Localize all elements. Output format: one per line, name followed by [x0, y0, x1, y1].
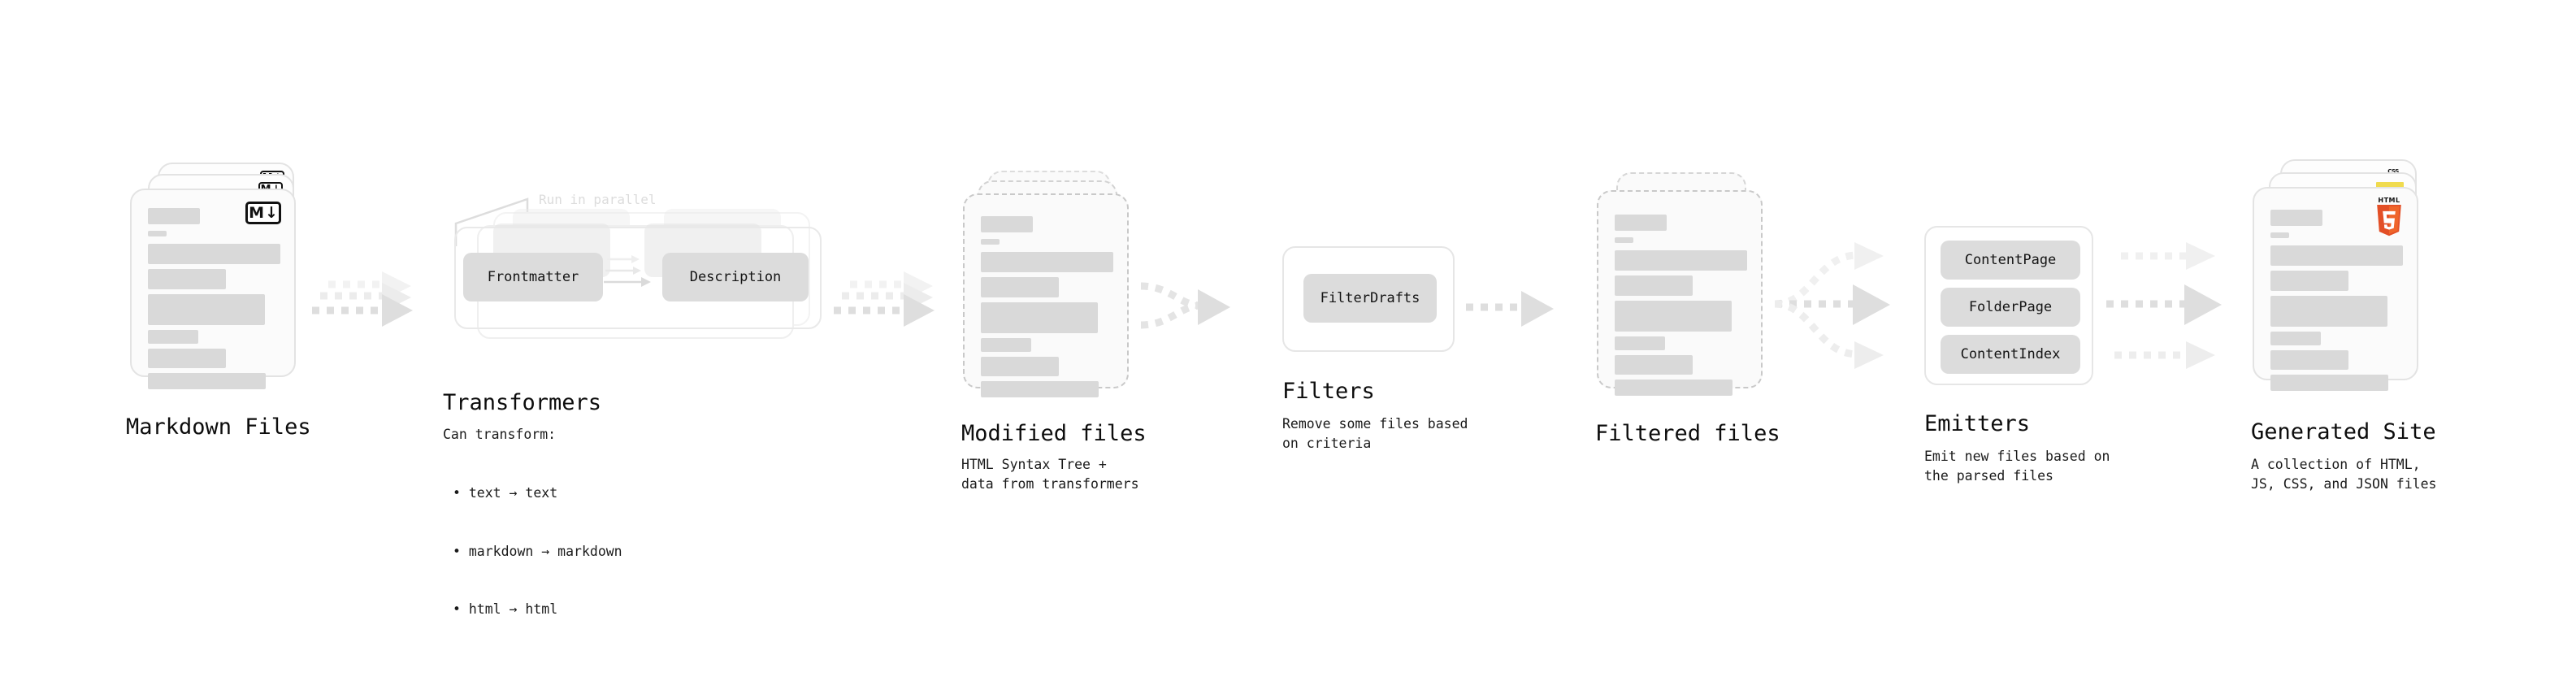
- stage-title-generated-site: Generated Site: [2251, 419, 2436, 445]
- emitter-pill-contentpage[interactable]: ContentPage: [1941, 241, 2080, 280]
- emitter-pill-folderpage[interactable]: FolderPage: [1941, 288, 2080, 327]
- emitter-pill-contentindex[interactable]: ContentIndex: [1941, 335, 2080, 374]
- emitter-pill-label: FolderPage: [1968, 299, 2053, 315]
- skeleton-bar: [148, 349, 226, 368]
- transformer-pill-description[interactable]: Description: [662, 253, 809, 301]
- markdown-icon: M↓: [245, 202, 281, 224]
- skeleton-bar: [148, 231, 167, 236]
- filtered-card-front: [1597, 190, 1763, 396]
- filtered-file-stack: [1597, 172, 1784, 400]
- skeleton-bar: [981, 277, 1059, 297]
- skeleton-bar: [1615, 237, 1633, 243]
- html5-icon-label: HTML: [2378, 197, 2400, 204]
- arrow-icon: [2106, 242, 2222, 369]
- skeleton-bar: [148, 208, 200, 224]
- skeleton-bar: [2270, 232, 2289, 238]
- transformer-pill-frontmatter[interactable]: Frontmatter: [463, 253, 603, 301]
- emitter-pill-label: ContentPage: [1964, 252, 2057, 268]
- stage-title-emitters: Emitters: [1924, 411, 2031, 436]
- arrow-markdown-to-transformers: [307, 268, 421, 358]
- stage-title-markdown-files: Markdown Files: [126, 414, 311, 440]
- skeleton-bar: [148, 269, 226, 289]
- skeleton-bar: [1615, 380, 1733, 396]
- modified-file-stack: [963, 171, 1150, 398]
- arrow-transformers-to-modified: [829, 268, 943, 358]
- stage-filtered-files: Filtered files: [1595, 172, 1784, 446]
- skeleton-bar: [981, 239, 1000, 245]
- stage-title-modified-files: Modified files: [961, 421, 1147, 446]
- arrow-icon: [1140, 282, 1230, 329]
- skeleton-bar: [981, 252, 1113, 272]
- skeleton-bar: [981, 357, 1059, 376]
- modified-card-front: [963, 193, 1129, 397]
- skeleton-bar: [2270, 332, 2321, 345]
- emitters-description: Emit new files based on the parsed files: [1924, 449, 2110, 484]
- skeleton-bar: [2270, 375, 2388, 391]
- transformer-box-front: Frontmatter Description: [454, 227, 822, 329]
- transform-inner-arrows-icon: [604, 255, 651, 287]
- arrow-filters-to-filtered: [1463, 283, 1568, 348]
- arrow-filtered-to-emitters: [1773, 236, 1915, 374]
- markdown-card-front: M↓: [130, 189, 296, 389]
- skeleton-bar: [148, 373, 266, 389]
- skeleton-bar: [1615, 275, 1693, 296]
- filters-box: FilterDrafts: [1282, 246, 1455, 352]
- arrow-icon: [1466, 291, 1554, 327]
- arrow-icon: [312, 271, 413, 327]
- transformers-description-list: text → text markdown → markdown html → h…: [453, 445, 622, 658]
- skeleton-bar: [148, 330, 198, 344]
- skeleton-bar: [2270, 210, 2322, 226]
- list-item: text → text: [453, 484, 622, 503]
- filter-pill-label: FilterDrafts: [1320, 290, 1420, 306]
- skeleton-bar: [1615, 250, 1747, 271]
- transformer-pill-label: Description: [689, 269, 782, 285]
- stage-title-filtered-files: Filtered files: [1595, 421, 1780, 446]
- skeleton-bar: [1615, 215, 1667, 231]
- emitter-pill-label: ContentIndex: [1960, 346, 2061, 362]
- html5-shield-icon: [2377, 205, 2401, 236]
- arrow-icon: [834, 271, 935, 327]
- css-icon-label: CSS: [2387, 168, 2399, 175]
- stage-markdown-files: M↓ M↓ M↓: [126, 163, 317, 440]
- list-item: markdown → markdown: [453, 542, 622, 562]
- stage-title-transformers: Transformers: [443, 390, 602, 415]
- skeleton-bar: [1615, 336, 1665, 350]
- skeleton-bar: [981, 216, 1033, 232]
- generated-site-file-stack: CSS HTML: [2253, 159, 2448, 391]
- site-card-front: HTML: [2253, 187, 2418, 391]
- skeleton-bar: [981, 381, 1099, 397]
- arrow-modified-to-filters: [1138, 268, 1260, 358]
- skeleton-bar: [1615, 301, 1732, 332]
- arrow-icon: [1774, 242, 1890, 369]
- skeleton-bar: [981, 338, 1031, 352]
- filters-description: Remove some files based on criteria: [1282, 416, 1468, 451]
- emitters-box: ContentPage FolderPage ContentIndex: [1924, 226, 2093, 385]
- list-item: html → html: [453, 600, 622, 619]
- generated-site-description: A collection of HTML, JS, CSS, and JSON …: [2251, 457, 2437, 492]
- transformers-description-heading: Can transform:: [443, 427, 557, 442]
- skeleton-bar: [981, 302, 1098, 333]
- skeleton-bar: [2270, 350, 2348, 370]
- modified-files-description: HTML Syntax Tree + data from transformer…: [961, 457, 1139, 492]
- filter-pill-filterdrafts[interactable]: FilterDrafts: [1303, 274, 1437, 323]
- run-in-parallel-label: Run in parallel: [539, 192, 657, 207]
- skeleton-bar: [2270, 271, 2348, 291]
- stage-generated-site: CSS HTML: [2251, 159, 2448, 492]
- skeleton-bar: [1615, 355, 1693, 375]
- arrow-emitters-to-site: [2105, 236, 2247, 374]
- stage-title-filters: Filters: [1282, 379, 1375, 404]
- skeleton-bar: [148, 244, 280, 264]
- markdown-file-stack: M↓ M↓ M↓: [130, 163, 317, 389]
- stage-modified-files: Modified files HTML Syntax Tree + data f…: [961, 171, 1150, 492]
- html5-icon: HTML: [2373, 197, 2405, 236]
- skeleton-bar: [2270, 245, 2403, 266]
- skeleton-bar: [2270, 296, 2387, 327]
- skeleton-bar: [148, 294, 265, 325]
- transformer-pill-label: Frontmatter: [487, 269, 579, 285]
